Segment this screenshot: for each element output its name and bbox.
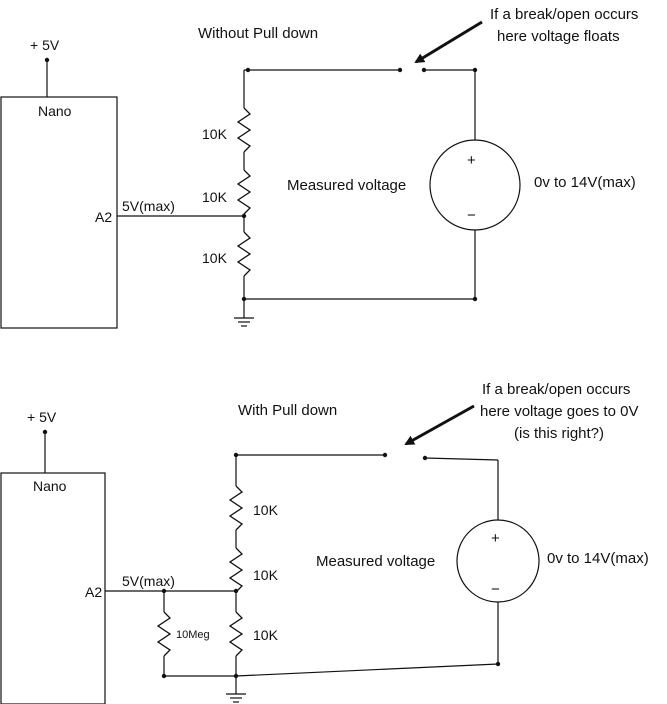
diagram2-open-right bbox=[422, 455, 428, 461]
diagram1-annotation-arrow bbox=[414, 20, 483, 64]
diagram1-node-bottom-left bbox=[241, 296, 247, 302]
diagram1-title: Without Pull down bbox=[198, 25, 318, 42]
diagram2-voltage-source bbox=[456, 519, 540, 603]
diagram1-source-range: 0v to 14V(max) bbox=[534, 174, 636, 191]
diagram2-annotation-line-2: here voltage goes to 0V bbox=[480, 403, 638, 420]
diagram2-source-plus: + bbox=[491, 530, 500, 547]
diagram1-resistor-2 bbox=[236, 169, 252, 215]
diagram1-resistor-1 bbox=[236, 107, 252, 153]
diagram1-supply-label: + 5V bbox=[30, 37, 60, 53]
diagram2-source-minus: − bbox=[491, 581, 500, 598]
diagram1-open-right bbox=[421, 67, 427, 73]
diagram2-measured-label: Measured voltage bbox=[316, 553, 435, 570]
diagram2-resistor-1-label: 10K bbox=[253, 502, 279, 518]
diagram2-node-bottom-left bbox=[233, 673, 239, 679]
diagram2-supply-label: + 5V bbox=[27, 409, 57, 425]
diagram2-annotation-line-3: (is this right?) bbox=[514, 425, 604, 442]
diagram2-resistor-3-label: 10K bbox=[253, 627, 279, 643]
diagram2-node-pulldown-bottom bbox=[161, 673, 167, 679]
diagram2-pulldown-label: 10Meg bbox=[176, 629, 210, 641]
diagram1-resistor-1-label: 10K bbox=[202, 126, 228, 142]
diagram1-node-mid bbox=[241, 213, 247, 219]
diagram1-source-plus: + bbox=[467, 152, 476, 169]
diagram2-resistor-2-label: 10K bbox=[253, 567, 279, 583]
diagram1-resistor-3-label: 10K bbox=[202, 250, 228, 266]
diagram1-nano-box bbox=[0, 96, 118, 329]
diagram2-nano-label: Nano bbox=[33, 478, 67, 494]
diagram2-resistor-2 bbox=[228, 547, 244, 593]
diagram1-measured-label: Measured voltage bbox=[287, 177, 406, 194]
diagram1-annotation-line-1: If a break/open occurs bbox=[490, 6, 638, 23]
diagram1-resistor-2-label: 10K bbox=[202, 189, 228, 205]
diagram2-pin-voltage: 5V(max) bbox=[122, 573, 175, 589]
diagram2-supply-node bbox=[42, 429, 48, 435]
diagram1-pin-voltage: 5V(max) bbox=[122, 198, 175, 214]
diagram2-pin-label: A2 bbox=[85, 584, 102, 600]
diagram-without-pulldown: Without Pull down + 5V Nano A2 5V(max) 1… bbox=[0, 6, 638, 329]
diagram2-title: With Pull down bbox=[238, 402, 337, 419]
diagram1-nano-label: Nano bbox=[38, 103, 72, 119]
diagram-with-pulldown: With Pull down + 5V Nano A2 5V(max) 10K … bbox=[0, 381, 649, 704]
diagram2-annotation-line-1: If a break/open occurs bbox=[482, 381, 630, 398]
diagram2-resistor-3 bbox=[228, 611, 244, 657]
diagram1-node-top-left bbox=[245, 67, 251, 73]
diagram2-annotation-arrow bbox=[404, 404, 475, 446]
diagram2-node-mid bbox=[233, 588, 239, 594]
diagram1-pin-label: A2 bbox=[95, 209, 112, 225]
diagram2-open-left bbox=[382, 452, 388, 458]
diagram1-voltage-source bbox=[429, 139, 521, 231]
diagram2-resistor-1 bbox=[228, 485, 244, 531]
diagram2-bottom-wire-right bbox=[235, 663, 499, 677]
diagram2-pulldown-resistor bbox=[156, 611, 172, 657]
diagram2-top-wire-right bbox=[424, 457, 499, 461]
diagram1-annotation-line-2: here voltage floats bbox=[497, 28, 620, 45]
diagram2-source-range: 0v to 14V(max) bbox=[547, 550, 649, 567]
diagram2-nano-box bbox=[0, 472, 106, 704]
diagram1-supply-node bbox=[44, 57, 50, 63]
diagram1-open-left bbox=[397, 67, 403, 73]
diagram1-source-minus: − bbox=[467, 207, 476, 224]
diagram1-resistor-3 bbox=[236, 231, 252, 277]
